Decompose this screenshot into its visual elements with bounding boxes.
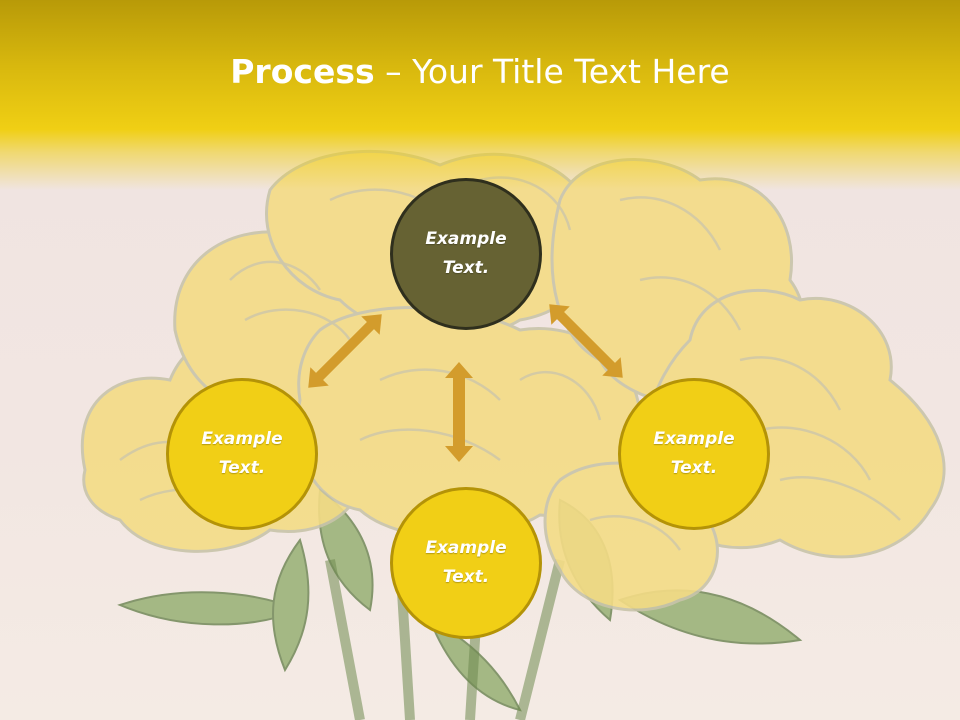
process-node-bottom[interactable]: Example Text. xyxy=(390,487,542,639)
process-node-left[interactable]: Example Text. xyxy=(166,378,318,530)
node-top-text: Example Text. xyxy=(425,229,507,278)
process-node-right[interactable]: Example Text. xyxy=(618,378,770,530)
slide-title: Process – Your Title Text Here xyxy=(0,52,960,91)
title-band xyxy=(0,0,960,190)
node-left-text: Example Text. xyxy=(201,429,283,478)
node-right-text: Example Text. xyxy=(653,429,735,478)
double-arrow-icon xyxy=(308,304,623,462)
node-bottom-text: Example Text. xyxy=(425,538,507,587)
process-node-top[interactable]: Example Text. xyxy=(390,178,542,330)
title-bold: Process xyxy=(230,52,375,91)
title-rest: – Your Title Text Here xyxy=(374,52,730,91)
